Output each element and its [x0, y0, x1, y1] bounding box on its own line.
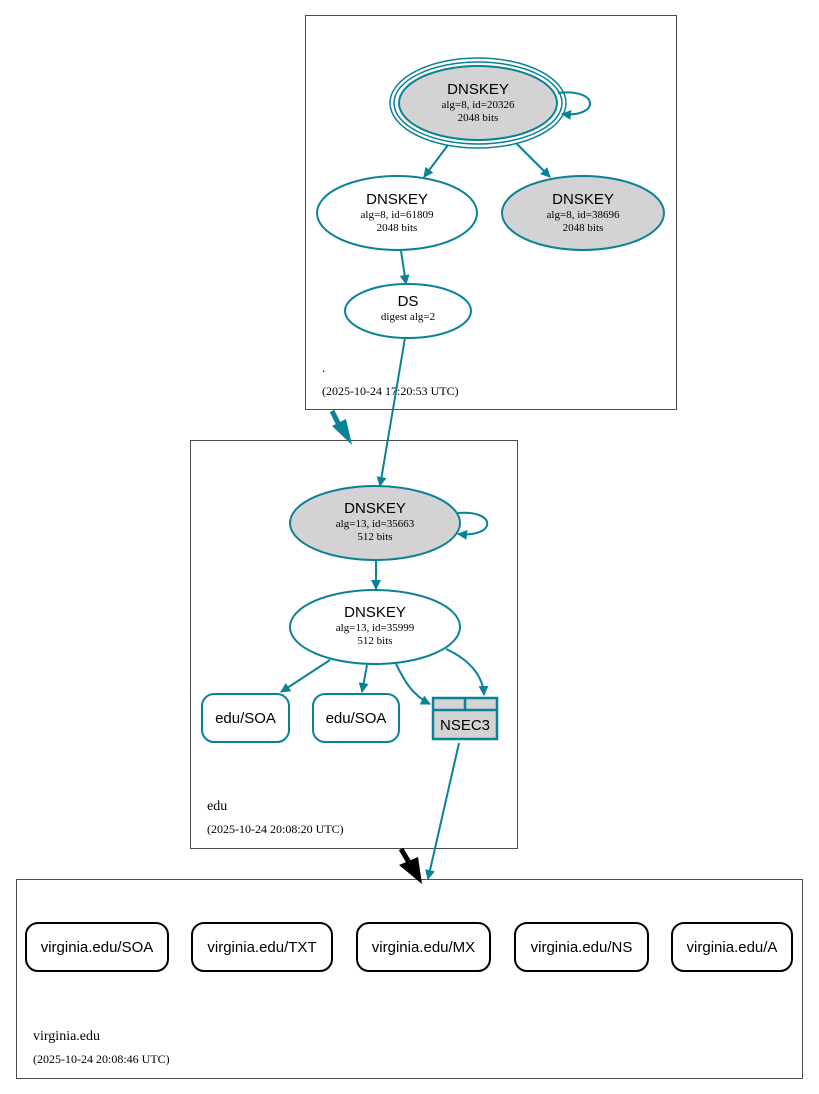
- edge-root-ksk-self: [557, 91, 591, 120]
- edu-zsk-alg: alg=13, id=35999: [336, 622, 415, 634]
- edu-soa-2-node[interactable]: edu/SOA: [312, 693, 400, 743]
- edu-ksk-title: DNSKEY: [344, 500, 406, 517]
- zone-virginia-name: virginia.edu: [33, 1029, 100, 1044]
- root-ksk-node[interactable]: DNSKEY alg=8, id=20326 2048 bits: [389, 57, 567, 149]
- edu-zsk-bits: 512 bits: [357, 635, 392, 647]
- zone-edu-box: [190, 440, 518, 849]
- zone-root-box: [305, 15, 677, 410]
- edu-ksk-alg: alg=13, id=35663: [336, 518, 415, 530]
- edu-soa-1-node[interactable]: edu/SOA: [201, 693, 290, 743]
- virginia-mx-label: virginia.edu/MX: [372, 939, 475, 956]
- edu-zsk-node[interactable]: DNSKEY alg=13, id=35999 512 bits: [289, 589, 461, 665]
- edge-ds-to-edu-ksk: [376, 337, 406, 487]
- root-ksk-title: DNSKEY: [447, 81, 509, 98]
- root-key3-bits: 2048 bits: [563, 222, 604, 234]
- edge-edu-zsk-to-nsec3-b: [445, 648, 489, 696]
- zone-edu-name: edu: [207, 799, 227, 814]
- delegation-root-to-edu: [329, 409, 352, 445]
- zone-root-name: .: [322, 360, 325, 375]
- edu-nsec3-node[interactable]: NSEC3: [431, 696, 499, 741]
- edge-nsec3-to-virginia: [425, 742, 460, 880]
- virginia-a-node[interactable]: virginia.edu/A: [671, 922, 793, 972]
- edge-root-zsk-to-ds: [399, 250, 410, 285]
- virginia-mx-node[interactable]: virginia.edu/MX: [356, 922, 491, 972]
- root-key3-node[interactable]: DNSKEY alg=8, id=38696 2048 bits: [501, 175, 665, 251]
- edu-nsec3-label: NSEC3: [440, 717, 490, 734]
- root-ksk-alg: alg=8, id=20326: [442, 99, 515, 111]
- zone-edu-timestamp: (2025-10-24 20:08:20 UTC): [207, 822, 344, 836]
- root-zsk-title: DNSKEY: [366, 191, 428, 208]
- virginia-txt-label: virginia.edu/TXT: [207, 939, 316, 956]
- root-zsk-node[interactable]: DNSKEY alg=8, id=61809 2048 bits: [316, 175, 478, 251]
- root-key3-title: DNSKEY: [552, 191, 614, 208]
- root-zsk-alg: alg=8, id=61809: [361, 209, 434, 221]
- edu-zsk-title: DNSKEY: [344, 604, 406, 621]
- edu-ksk-bits: 512 bits: [357, 531, 392, 543]
- edge-root-ksk-to-key3: [515, 142, 551, 178]
- virginia-ns-label: virginia.edu/NS: [531, 939, 633, 956]
- virginia-a-label: virginia.edu/A: [687, 939, 778, 956]
- delegation-edu-to-virginia: [398, 847, 422, 884]
- virginia-soa-node[interactable]: virginia.edu/SOA: [25, 922, 169, 972]
- root-zsk-bits: 2048 bits: [377, 222, 418, 234]
- virginia-txt-node[interactable]: virginia.edu/TXT: [191, 922, 333, 972]
- edge-edu-zsk-to-soa1: [280, 659, 331, 693]
- zone-virginia-timestamp: (2025-10-24 20:08:46 UTC): [33, 1052, 170, 1066]
- root-key3-alg: alg=8, id=38696: [547, 209, 620, 221]
- edu-ds-title: DS: [398, 293, 419, 310]
- edu-ds-node[interactable]: DS digest alg=2: [344, 283, 472, 339]
- edu-soa-2-label: edu/SOA: [326, 710, 387, 727]
- virginia-soa-label: virginia.edu/SOA: [41, 939, 154, 956]
- edu-soa-1-label: edu/SOA: [215, 710, 276, 727]
- virginia-ns-node[interactable]: virginia.edu/NS: [514, 922, 649, 972]
- zone-root-timestamp: (2025-10-24 17:20:53 UTC): [322, 384, 459, 398]
- edu-ksk-node[interactable]: DNSKEY alg=13, id=35663 512 bits: [289, 485, 461, 561]
- edge-edu-ksk-self: [457, 511, 489, 540]
- zone-virginia-box: [16, 879, 803, 1079]
- root-ksk-bits: 2048 bits: [458, 112, 499, 124]
- edge-edu-zsk-to-soa2: [358, 664, 369, 693]
- edge-edu-zsk-to-nsec3-a: [395, 663, 431, 705]
- edge-root-ksk-to-zsk: [423, 144, 449, 178]
- edu-ds-digest: digest alg=2: [381, 311, 435, 323]
